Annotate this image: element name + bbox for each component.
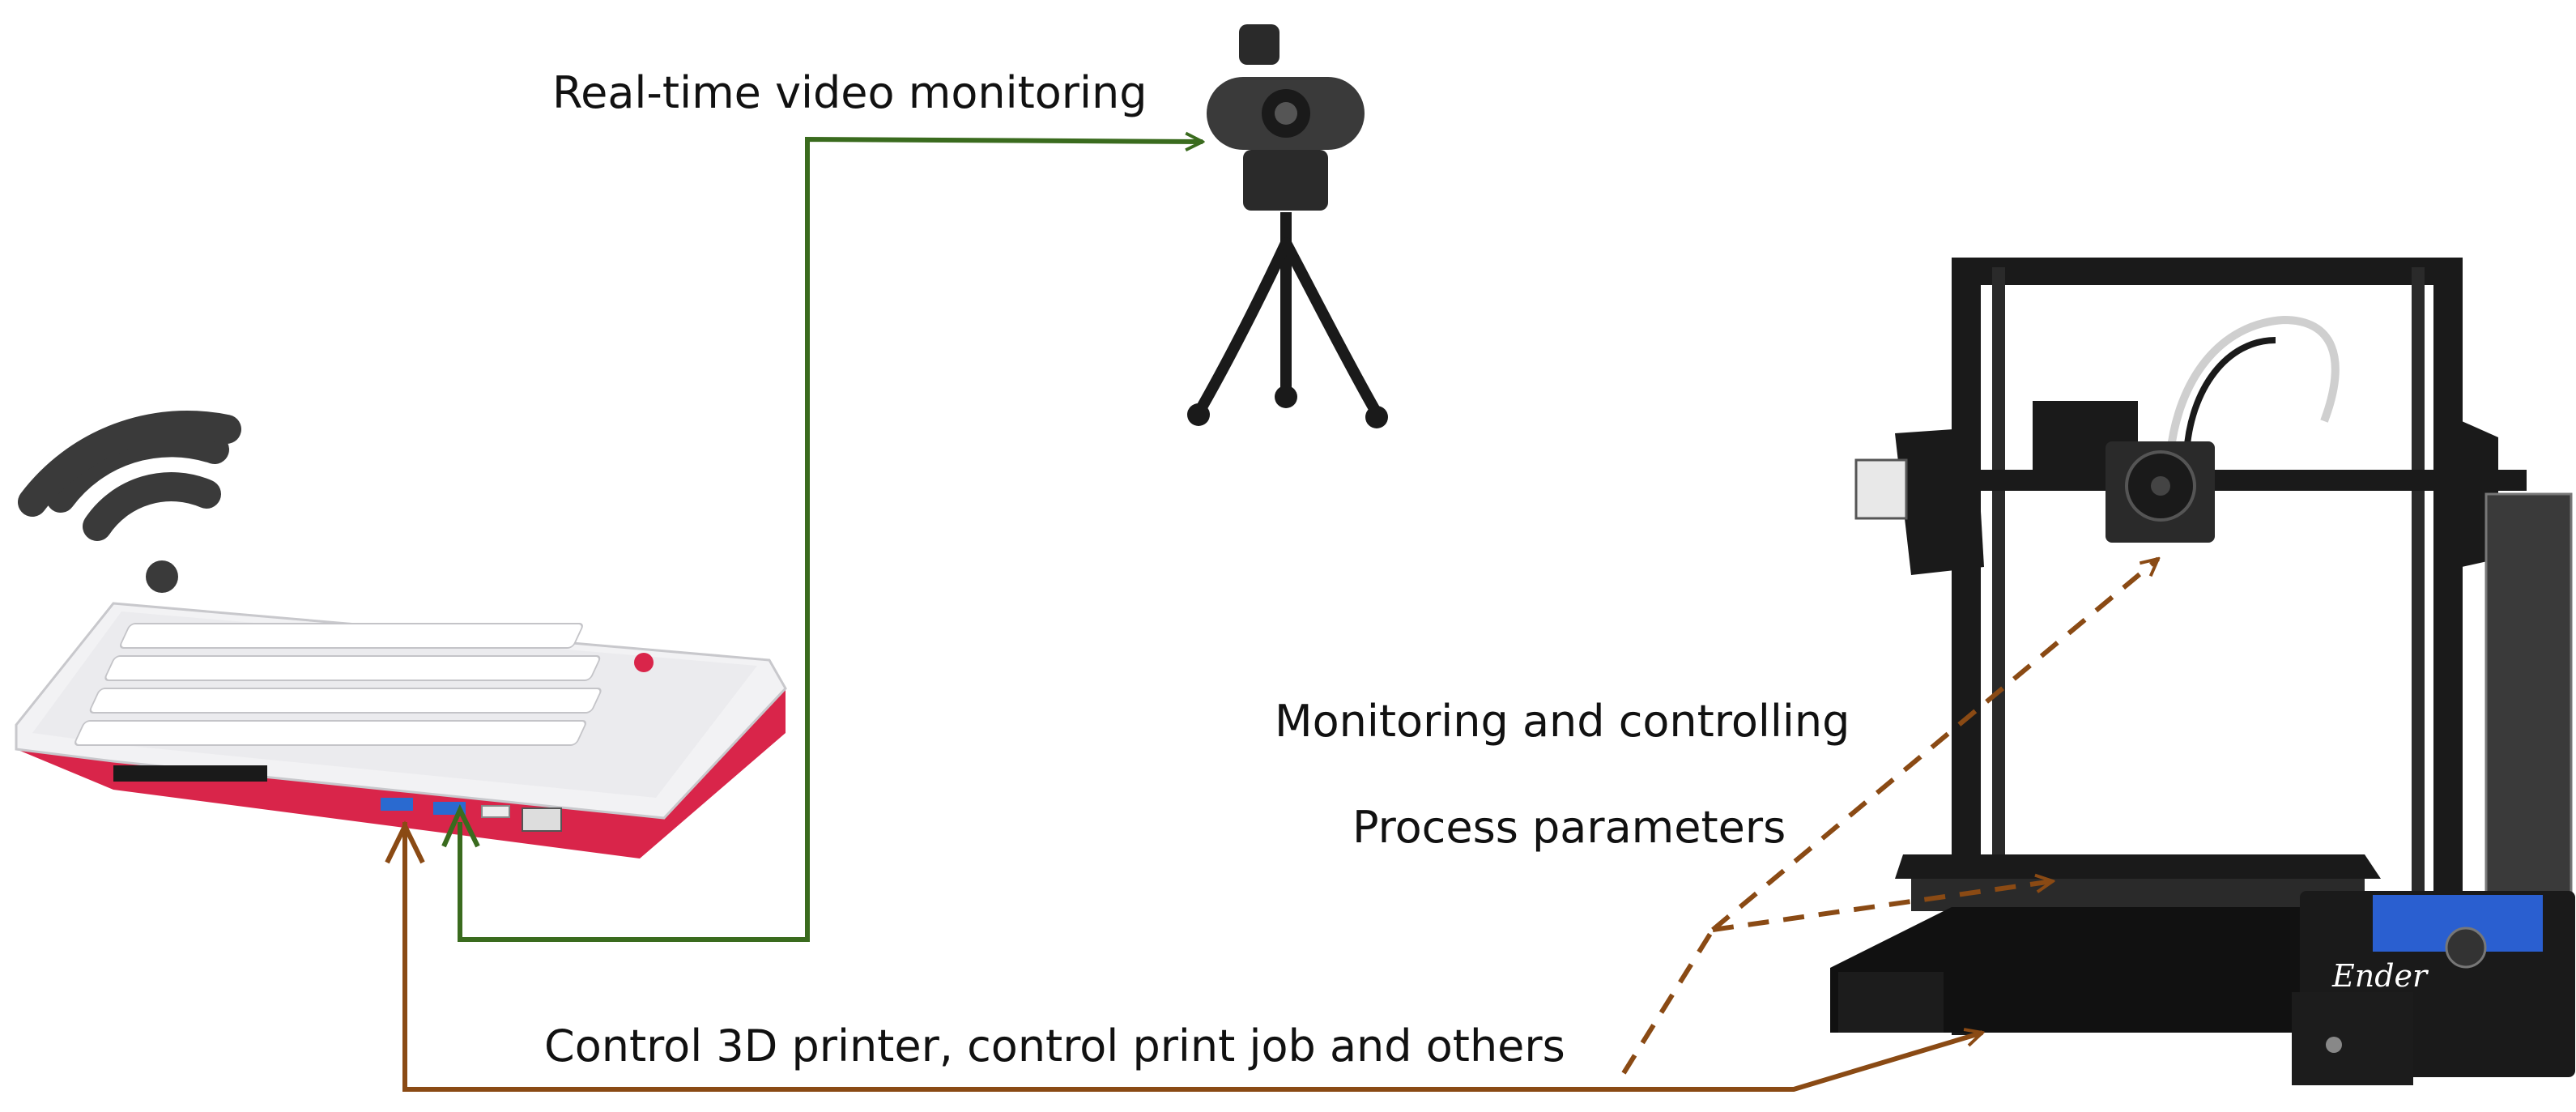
- video-monitoring-arrow-head-keyboard: [441, 803, 480, 848]
- monitoring-controlling-label: Monitoring and controlling: [1275, 696, 1850, 747]
- printer-brand-label: Ender: [2331, 958, 2429, 994]
- keyboard-computer-icon: [15, 602, 787, 858]
- 3d-printer-icon: Ender: [1830, 258, 2575, 1085]
- video-monitoring-label: Real-time video monitoring: [552, 67, 1147, 118]
- control-printer-label: Control 3D printer, control print job an…: [544, 1020, 1565, 1072]
- control-printer-arrow: [402, 822, 1982, 1092]
- process-parameters-label: Process parameters: [1352, 802, 1786, 853]
- wifi-icon: [18, 411, 241, 593]
- monitoring-dashed-arrows: [1621, 559, 2158, 1075]
- control-printer-arrow-head-keyboard: [385, 820, 425, 864]
- video-monitoring-arrow: [458, 139, 1203, 942]
- webcam-icon: [1187, 24, 1388, 428]
